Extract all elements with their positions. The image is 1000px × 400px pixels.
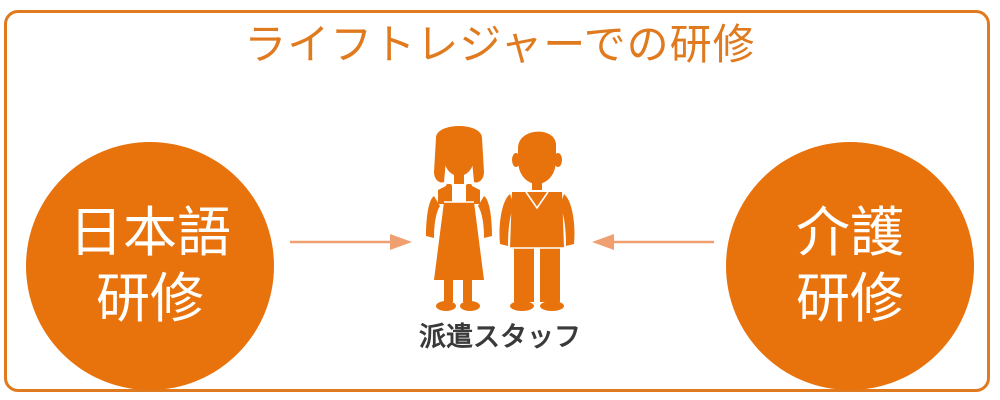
diagram-frame <box>4 10 990 392</box>
woman-figure-icon <box>426 126 492 311</box>
left-arrow-icon <box>592 234 714 250</box>
care-training-line2: 研修 <box>796 267 904 330</box>
japanese-training-line1: 日本語 <box>69 201 231 265</box>
right-arrow-icon <box>290 234 412 250</box>
man-figure-icon <box>499 131 575 311</box>
care-training-line1: 介護 <box>796 201 904 265</box>
japanese-training-line2: 研修 <box>96 267 204 330</box>
staff-label: 派遣スタッフ <box>419 322 581 353</box>
diagram-title: ライフトレジャーでの研修 <box>244 20 756 69</box>
staff-couple-icon <box>426 126 575 311</box>
care-training-circle: 介護 研修 <box>726 142 974 390</box>
japanese-training-circle: 日本語 研修 <box>26 142 274 390</box>
